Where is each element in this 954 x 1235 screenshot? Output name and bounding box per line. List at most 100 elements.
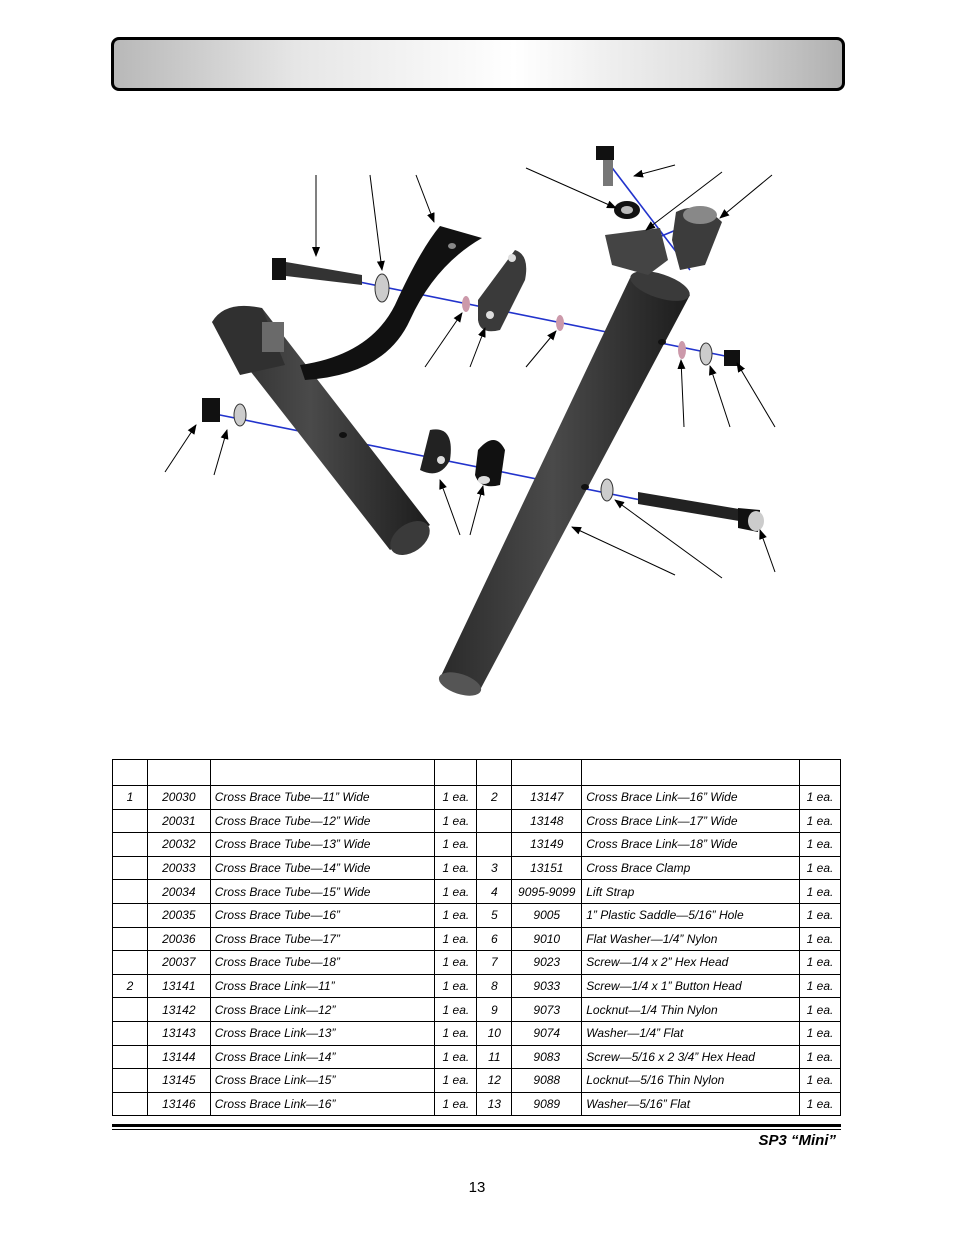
table-cell: 2 xyxy=(112,973,148,999)
table-cell: 13142 xyxy=(146,997,211,1022)
table-cell: 1 ea. xyxy=(798,1044,842,1070)
table-cell: 1 ea. xyxy=(798,785,842,810)
table-cell: Cross Brace Tube—13” Wide xyxy=(209,832,436,857)
table-cell: 1 ea. xyxy=(434,1020,478,1046)
table-cell: 13143 xyxy=(146,1020,211,1046)
table-cell: 6 xyxy=(476,926,513,952)
table-cell: 20030 xyxy=(146,785,211,810)
table-cell: 1 xyxy=(112,785,148,810)
table-cell: 1 ea. xyxy=(434,832,478,857)
table-cell: 1 ea. xyxy=(434,808,478,834)
table-cell xyxy=(112,879,148,904)
lift-strap xyxy=(300,226,482,380)
table-cell: Cross Brace Tube—16” xyxy=(209,902,436,928)
column-header xyxy=(112,759,148,786)
table-cell: 5 xyxy=(476,902,513,928)
column-header xyxy=(581,759,800,786)
table-cell: 20032 xyxy=(146,832,211,857)
footer-rule xyxy=(112,1129,841,1130)
table-cell: 13141 xyxy=(146,973,211,999)
table-cell: 1 ea. xyxy=(434,855,478,881)
cross-brace-link xyxy=(212,305,430,556)
table-cell: Cross Brace Link—17” Wide xyxy=(581,808,800,834)
table-cell: 20033 xyxy=(146,855,211,881)
table-cell xyxy=(112,855,148,881)
table-cell: 13151 xyxy=(511,855,583,881)
table-cell: 1” Plastic Saddle—5/16” Hole xyxy=(581,902,800,928)
table-cell: Cross Brace Link—18” Wide xyxy=(581,832,800,857)
table-cell: 9023 xyxy=(511,950,583,975)
table-cell: Cross Brace Tube—14” Wide xyxy=(209,855,436,881)
table-cell: 9088 xyxy=(511,1068,583,1093)
table-cell: 8 xyxy=(476,973,513,999)
table-cell: Screw—5/16 x 2 3/4” Hex Head xyxy=(581,1044,800,1070)
table-cell: 13147 xyxy=(511,785,583,810)
table-cell: Washer—5/16” Flat xyxy=(581,1091,800,1117)
table-cell: Cross Brace Tube—12” Wide xyxy=(209,808,436,834)
column-header xyxy=(209,759,436,786)
table-cell: 1 ea. xyxy=(798,926,842,952)
table-cell: Cross Brace Tube—11” Wide xyxy=(209,785,436,810)
table-cell: 1 ea. xyxy=(434,785,478,810)
table-cell: 1 ea. xyxy=(798,855,842,881)
table-cell: 1 ea. xyxy=(798,973,842,999)
plastic-saddle-lower xyxy=(420,429,505,487)
table-cell: 20031 xyxy=(146,808,211,834)
table-cell xyxy=(112,1020,148,1046)
table-cell xyxy=(476,808,513,834)
callout-arrows xyxy=(164,164,776,579)
cross-brace-tube xyxy=(438,271,690,696)
table-cell: 1 ea. xyxy=(434,902,478,928)
table-cell: 13148 xyxy=(511,808,583,834)
table-cell: Cross Brace Link—15” xyxy=(209,1068,436,1093)
table-cell xyxy=(112,808,148,834)
table-cell: 20036 xyxy=(146,926,211,952)
table-cell: 9095-9099 xyxy=(511,879,583,904)
table-cell: 1 ea. xyxy=(434,1068,478,1093)
table-cell: 13 xyxy=(476,1091,513,1117)
table-cell: Cross Brace Link—11” xyxy=(209,973,436,999)
table-cell: 9 xyxy=(476,997,513,1022)
cross-brace-clamp xyxy=(478,250,527,332)
table-cell: 4 xyxy=(476,879,513,904)
table-cell: Cross Brace Link—14” xyxy=(209,1044,436,1070)
table-cell xyxy=(112,997,148,1022)
table-cell: 1 ea. xyxy=(798,1091,842,1117)
table-cell: 1 ea. xyxy=(798,1068,842,1093)
table-cell: 1 ea. xyxy=(798,902,842,928)
table-cell: 1 ea. xyxy=(798,950,842,975)
table-cell xyxy=(112,926,148,952)
page-number: 13 xyxy=(468,1179,486,1196)
table-cell xyxy=(112,1091,148,1117)
table-cell: Cross Brace Link—16” xyxy=(209,1091,436,1117)
screw-upper xyxy=(272,258,390,303)
table-cell: 9005 xyxy=(511,902,583,928)
column-header xyxy=(434,759,478,786)
table-cell xyxy=(112,1068,148,1093)
screw-top xyxy=(596,146,640,219)
table-cell: Cross Brace Tube—17” xyxy=(209,926,436,952)
table-cell: 1 ea. xyxy=(434,997,478,1022)
column-header xyxy=(511,759,583,786)
table-cell: Locknut—5/16 Thin Nylon xyxy=(581,1068,800,1093)
table-cell: Cross Brace Link—13” xyxy=(209,1020,436,1046)
table-header-row xyxy=(112,759,842,786)
table-cell: 9083 xyxy=(511,1044,583,1070)
small-washers xyxy=(462,296,740,366)
plastic-saddle-top xyxy=(605,206,722,275)
table-cell xyxy=(112,950,148,975)
table-cell: Lift Strap xyxy=(581,879,800,904)
table-cell: Cross Brace Tube—18” xyxy=(209,950,436,975)
header-bar xyxy=(111,37,845,91)
table-cell xyxy=(112,902,148,928)
table-cell: Cross Brace Link—12” xyxy=(209,997,436,1022)
